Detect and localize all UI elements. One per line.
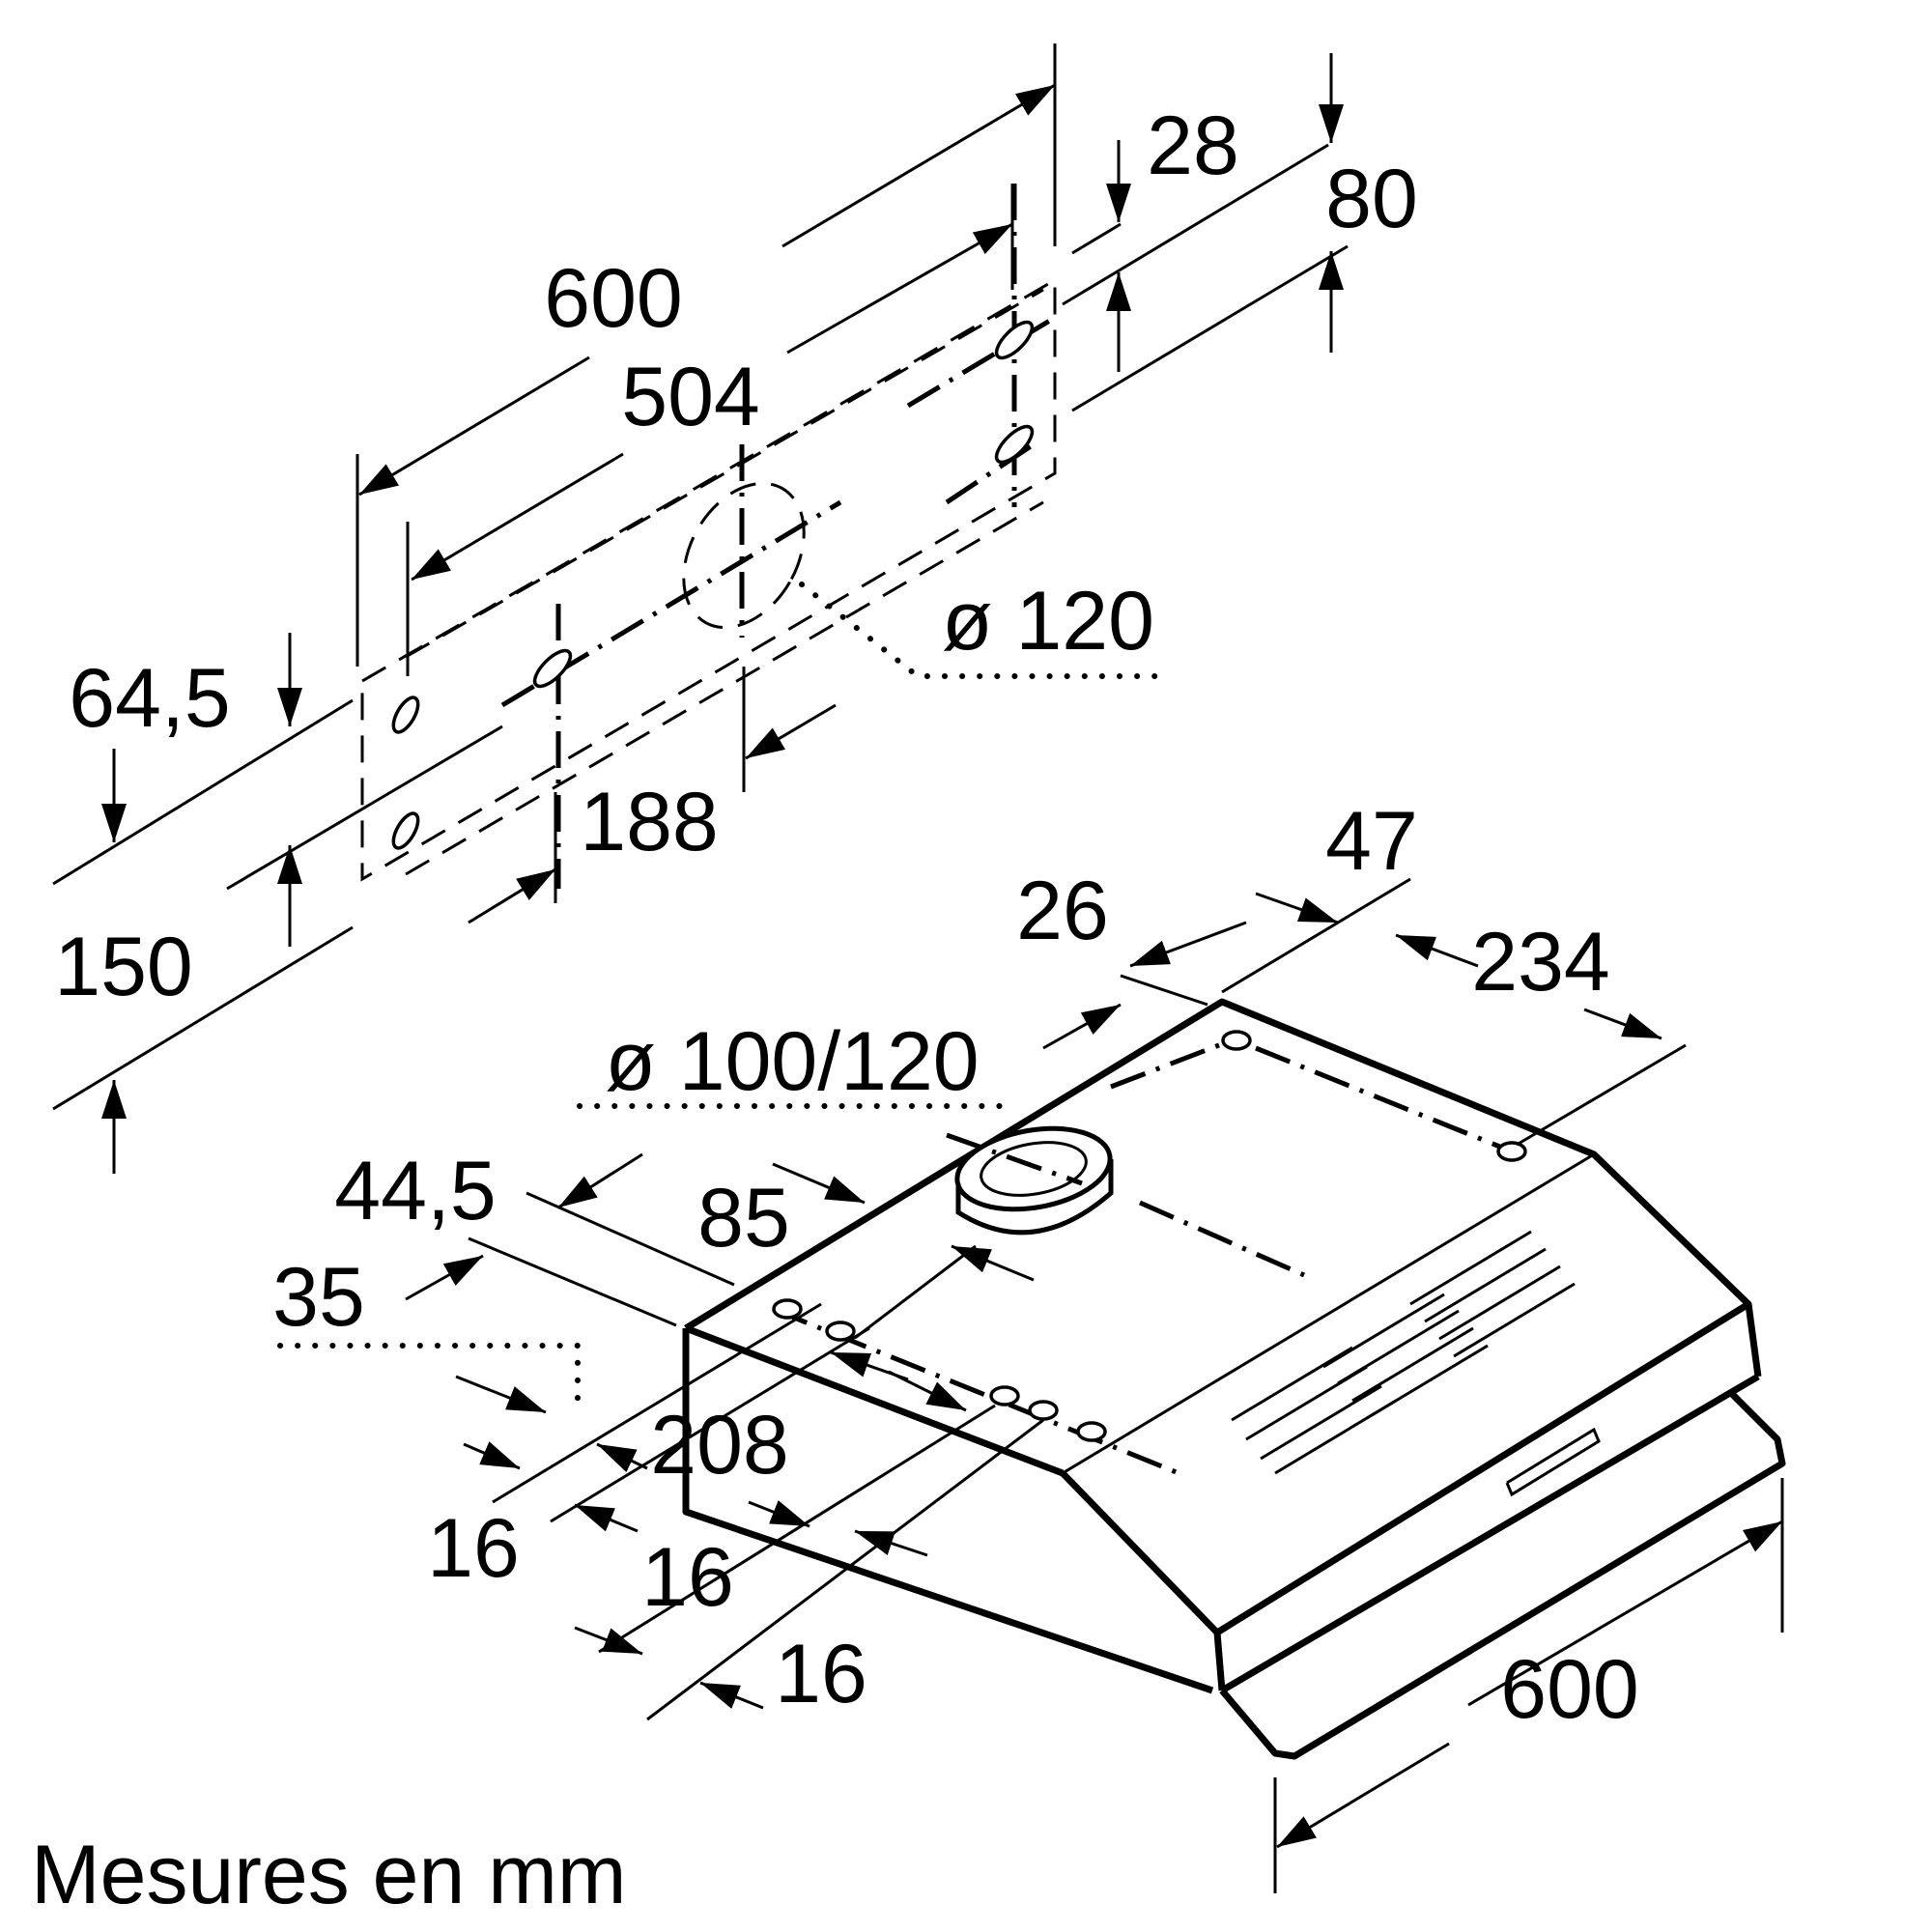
duct-circle <box>682 481 806 630</box>
hood-hole-5 <box>989 1385 1020 1406</box>
wall-mount-template: 600 504 28 80 ø 120 64,5 150 <box>52 43 1418 1174</box>
dim-504: 504 <box>621 351 760 443</box>
dim-35: 35 <box>272 1251 365 1344</box>
dim-dia-120: ø 120 <box>942 575 1154 668</box>
dim-600-bottom: 600 <box>1500 1643 1639 1736</box>
dim-outlet: ø 100/120 <box>605 1015 979 1108</box>
duct-collar <box>954 1125 1114 1236</box>
mount-hole-4 <box>994 320 1035 360</box>
dim-80: 80 <box>1325 153 1418 245</box>
dim-600-top: 600 <box>544 252 683 345</box>
hood-hole-2 <box>1496 1141 1527 1162</box>
dim-208: 208 <box>650 1399 789 1492</box>
mount-hole-1 <box>391 696 420 734</box>
range-hood: 47 26 234 ø 100/120 44,5 85 35 208 <box>272 795 1786 1893</box>
dim-234: 234 <box>1471 916 1610 1009</box>
mount-hole-3 <box>532 648 573 689</box>
dim-28: 28 <box>1147 99 1239 192</box>
caption-units: Mesures en mm <box>31 1829 627 1921</box>
hood-hole-7 <box>1076 1421 1107 1442</box>
hood-front-face <box>1060 1470 1226 1691</box>
leader-35 <box>277 1343 581 1413</box>
hood-axis-4 <box>1138 1200 1306 1278</box>
dim-150: 150 <box>54 921 193 1013</box>
dim-85: 85 <box>697 1172 790 1264</box>
plate-inner-edge <box>405 288 1044 659</box>
dim-64-5: 64,5 <box>69 652 230 745</box>
hood-hole-4 <box>825 1321 856 1342</box>
plate-outline-top <box>360 277 1057 882</box>
hood-handle-slot <box>1505 1427 1601 1497</box>
hood-hole-1 <box>1221 1030 1252 1051</box>
dim-26: 26 <box>1016 865 1109 957</box>
hood-axis-1 <box>1110 1036 1237 1090</box>
dim-16-c: 16 <box>775 1628 867 1720</box>
vent-grille <box>1231 1230 1576 1475</box>
dim-47: 47 <box>1325 795 1418 888</box>
mount-hole-2 <box>391 811 420 850</box>
dim-16-a: 16 <box>427 1502 520 1595</box>
dim-188: 188 <box>580 776 719 868</box>
hood-axis-2 <box>1255 1045 1508 1152</box>
hood-left-face <box>682 1328 1214 1694</box>
hood-hole-3 <box>772 1298 803 1320</box>
mount-hole-5 <box>994 424 1035 465</box>
dim-16-b: 16 <box>641 1531 734 1624</box>
plate-lower-edge <box>405 500 1044 876</box>
dim-44-5: 44,5 <box>334 1145 496 1237</box>
hood-front-rail <box>1219 1388 1786 1760</box>
hood-hole-6 <box>1028 1400 1059 1421</box>
hood-axis-3 <box>946 1132 1083 1186</box>
